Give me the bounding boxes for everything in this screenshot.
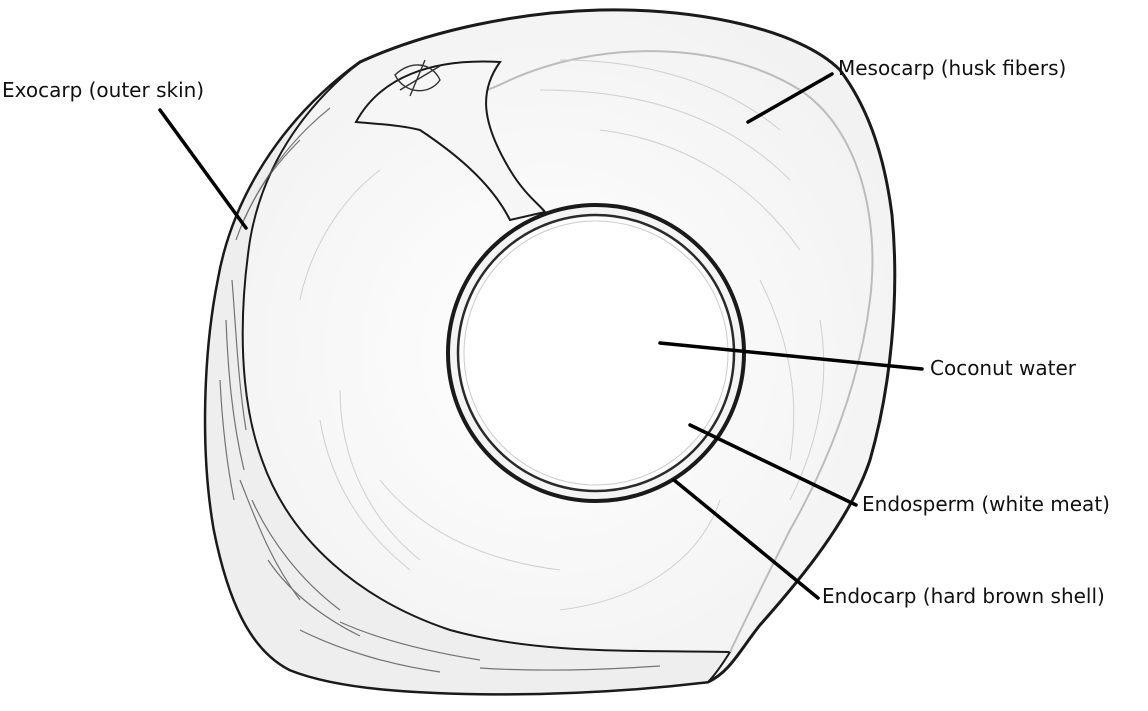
label-exocarp: Exocarp (outer skin)	[2, 78, 204, 102]
label-endosperm: Endosperm (white meat)	[862, 492, 1110, 516]
label-coconut-water: Coconut water	[930, 356, 1076, 380]
leader-exocarp	[160, 110, 246, 228]
label-mesocarp: Mesocarp (husk fibers)	[838, 56, 1066, 80]
coconut-water-cavity	[464, 221, 728, 485]
label-endocarp: Endocarp (hard brown shell)	[822, 584, 1105, 608]
